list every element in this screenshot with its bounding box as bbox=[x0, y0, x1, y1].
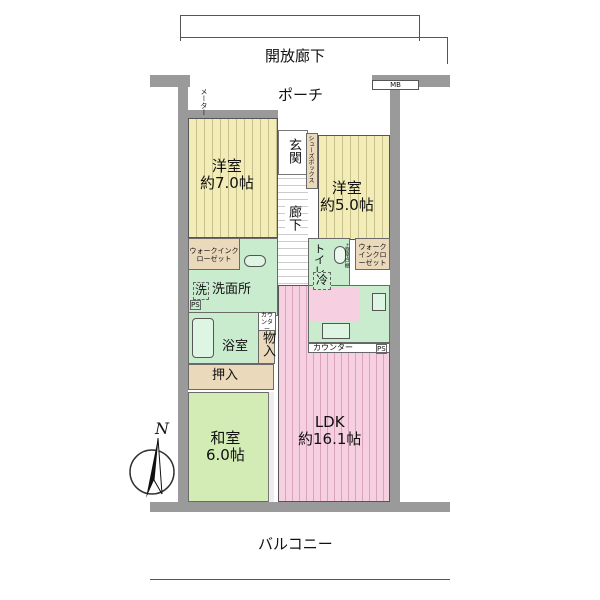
counter-small-label: カウンター bbox=[258, 312, 276, 335]
compass-icon bbox=[129, 437, 175, 498]
room-size: 6.0帖 bbox=[206, 446, 245, 465]
upper-cabinet-label: 上部吊戸棚 bbox=[343, 243, 350, 268]
walk-in-closet-2: ウォークインクローゼット bbox=[355, 238, 390, 270]
shoe-box bbox=[306, 133, 318, 189]
closet bbox=[188, 364, 274, 390]
entrance-label: 玄関 bbox=[285, 138, 301, 164]
wall-right bbox=[390, 75, 400, 505]
bathtub-icon bbox=[192, 318, 214, 358]
room-size: 約16.1帖 bbox=[298, 430, 362, 449]
room-name: 洋室 bbox=[331, 179, 362, 197]
balcony bbox=[150, 512, 450, 580]
porch-label: ポーチ bbox=[278, 86, 324, 104]
room-name: LDK bbox=[314, 413, 345, 431]
counter-label: カウンター bbox=[313, 343, 353, 352]
tokonoma bbox=[268, 392, 274, 502]
room-name: 和室 bbox=[210, 429, 241, 447]
stove-icon bbox=[372, 293, 386, 311]
counter bbox=[308, 343, 390, 353]
washroom-label: 洗面所 bbox=[212, 282, 252, 297]
wall-left bbox=[178, 75, 188, 505]
room-size: 約7.0帖 bbox=[200, 174, 254, 193]
balcony-label: バルコニー bbox=[258, 535, 333, 553]
wall-porch bbox=[188, 110, 278, 118]
wall-bottom bbox=[150, 502, 450, 512]
wash-basin-icon bbox=[244, 255, 266, 267]
western-room-1 bbox=[188, 118, 278, 238]
walk-in-closet-1: ウォークインクローゼット bbox=[188, 238, 240, 270]
closet-label: ウォークインクローゼット bbox=[358, 243, 387, 268]
room-name: 洋室 bbox=[211, 157, 242, 175]
toilet-label: トイレ bbox=[312, 243, 326, 276]
north-label: N bbox=[155, 419, 169, 438]
bathroom-label: 浴室 bbox=[222, 339, 249, 354]
washer-label: 洗 bbox=[193, 282, 210, 300]
room-size: 約5.0帖 bbox=[320, 196, 374, 215]
wall-top-left bbox=[150, 75, 190, 87]
ps-label-1: PS bbox=[190, 300, 201, 311]
sink-icon bbox=[322, 323, 350, 339]
open-corridor-outline bbox=[180, 15, 420, 41]
western-room-1-label: 洋室約7.0帖 bbox=[200, 157, 254, 193]
meter-label: メーター bbox=[200, 88, 209, 116]
toilet-icon bbox=[334, 246, 346, 264]
hallway-label: 廊下 bbox=[285, 205, 301, 231]
closet-label: 押入 bbox=[212, 368, 239, 383]
western-room-2 bbox=[318, 135, 390, 240]
mb-label: MB bbox=[372, 80, 419, 91]
japanese-room bbox=[188, 392, 274, 502]
ps-label-2: PS bbox=[376, 344, 387, 355]
corridor-rail bbox=[180, 37, 448, 64]
kitchen-floor bbox=[310, 287, 360, 322]
storage bbox=[258, 330, 275, 364]
fridge-label: 冷 bbox=[313, 272, 332, 290]
western-room-2-label: 洋室約5.0帖 bbox=[320, 179, 374, 215]
open-corridor-label: 開放廊下 bbox=[265, 47, 326, 65]
storage-label: 物入 bbox=[259, 331, 275, 357]
closet-label: ウォークインクローゼット bbox=[189, 247, 239, 264]
shoe-box-label: シューズボックス bbox=[307, 135, 314, 183]
